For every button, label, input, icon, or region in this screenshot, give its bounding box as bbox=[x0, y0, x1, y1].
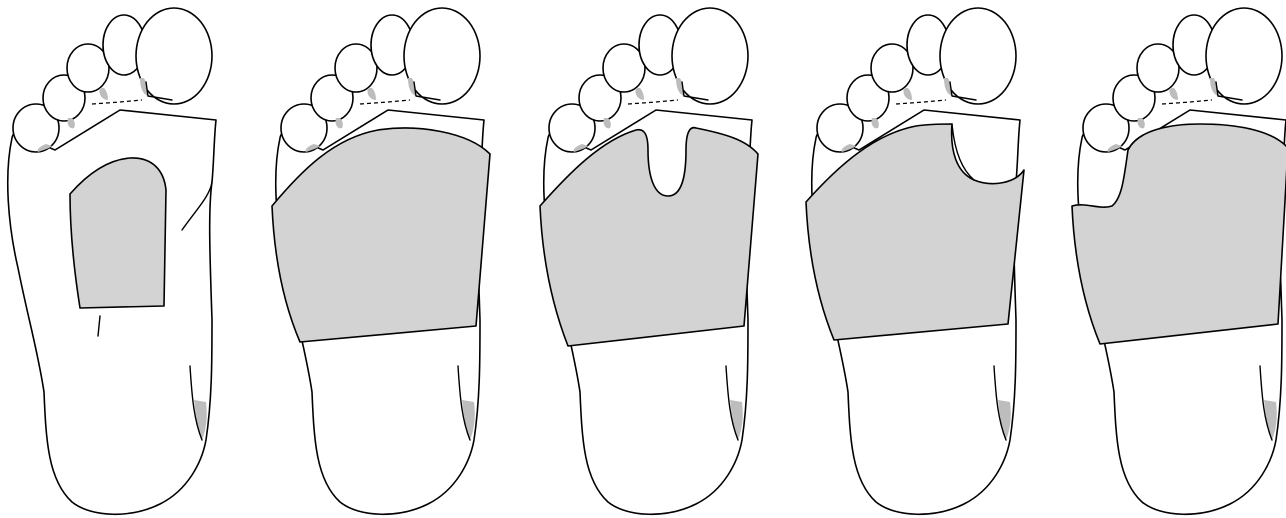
foot-panel-1 bbox=[8, 8, 216, 514]
pad-small-central bbox=[70, 158, 166, 308]
foot-panel-2 bbox=[272, 8, 490, 514]
foot-panel-4 bbox=[806, 8, 1024, 514]
foot-panel-3 bbox=[540, 8, 758, 514]
foot-panel-5 bbox=[1072, 8, 1286, 514]
